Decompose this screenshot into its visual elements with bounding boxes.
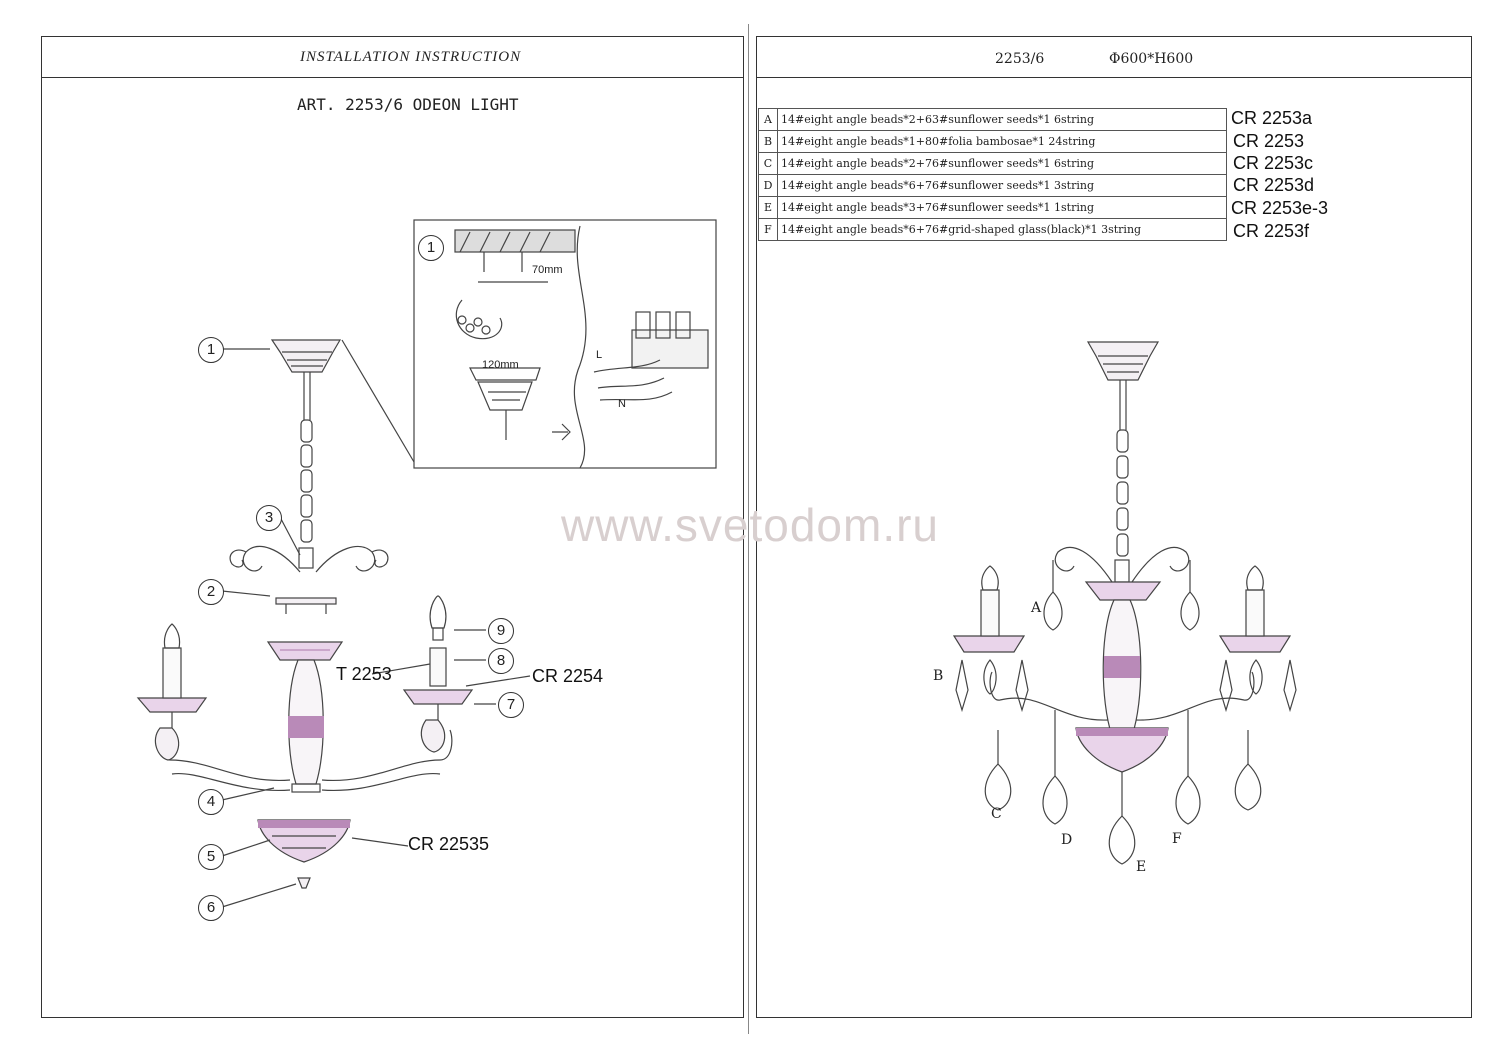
callout-8: 8: [488, 648, 514, 674]
part-code: CR 2253e-3: [1231, 198, 1329, 218]
right-header: 2253/6 Φ600*H600: [757, 37, 1471, 78]
inset-step-number: 1: [418, 235, 444, 261]
pendant-letter-d: D: [1061, 832, 1073, 848]
part-desc: 14#eight angle beads*6+76#grid-shaped gl…: [777, 218, 1227, 241]
callout-6: 6: [198, 895, 224, 921]
label-t2253: T 2253: [336, 664, 392, 684]
part-letter: F: [758, 218, 778, 241]
inset-wire-l: L: [596, 349, 603, 361]
callout-3: 3: [256, 505, 282, 531]
frame-divider: [748, 24, 749, 1034]
pendant-letter-b: B: [933, 668, 944, 684]
inset-dim-bottom: 120mm: [482, 359, 519, 371]
callout-2: 2: [198, 579, 224, 605]
pendant-letter-f: F: [1172, 831, 1182, 847]
part-code: CR 2253d: [1233, 175, 1315, 195]
part-desc: 14#eight angle beads*1+80#folia bambosae…: [777, 130, 1227, 153]
inset-wire-n: N: [618, 398, 626, 410]
part-code: CR 2253f: [1233, 221, 1310, 241]
callout-1: 1: [198, 337, 224, 363]
pendant-letter-c: C: [991, 806, 1002, 822]
part-desc: 14#eight angle beads*2+63#sunflower seed…: [777, 108, 1227, 131]
article-title: ART. 2253/6 ODEON LIGHT: [297, 95, 519, 114]
header-dims: Φ600*H600: [1109, 51, 1194, 67]
part-code: CR 2253a: [1231, 108, 1313, 128]
part-desc: 14#eight angle beads*6+76#sunflower seed…: [777, 174, 1227, 197]
callout-4: 4: [198, 789, 224, 815]
left-header: INSTALLATION INSTRUCTION: [42, 37, 743, 78]
pendant-letter-e: E: [1136, 859, 1147, 875]
callout-9: 9: [488, 618, 514, 644]
header-model: 2253/6: [995, 51, 1045, 67]
label-cr22535: CR 22535: [408, 834, 490, 854]
header-title: INSTALLATION INSTRUCTION: [300, 49, 522, 65]
left-page: INSTALLATION INSTRUCTION ART. 2253/6 ODE…: [41, 36, 744, 1018]
part-code: CR 2253: [1233, 131, 1305, 151]
part-code: CR 2253c: [1233, 153, 1314, 173]
right-page: 2253/6 Φ600*H600: [756, 36, 1472, 1018]
pendant-letter-a: A: [1031, 600, 1042, 616]
callout-7: 7: [498, 692, 524, 718]
watermark: www.svetodom.ru: [560, 499, 939, 551]
inset-dim-top: 70mm: [532, 264, 563, 276]
callout-5: 5: [198, 844, 224, 870]
label-cr2254: CR 2254: [532, 666, 604, 686]
